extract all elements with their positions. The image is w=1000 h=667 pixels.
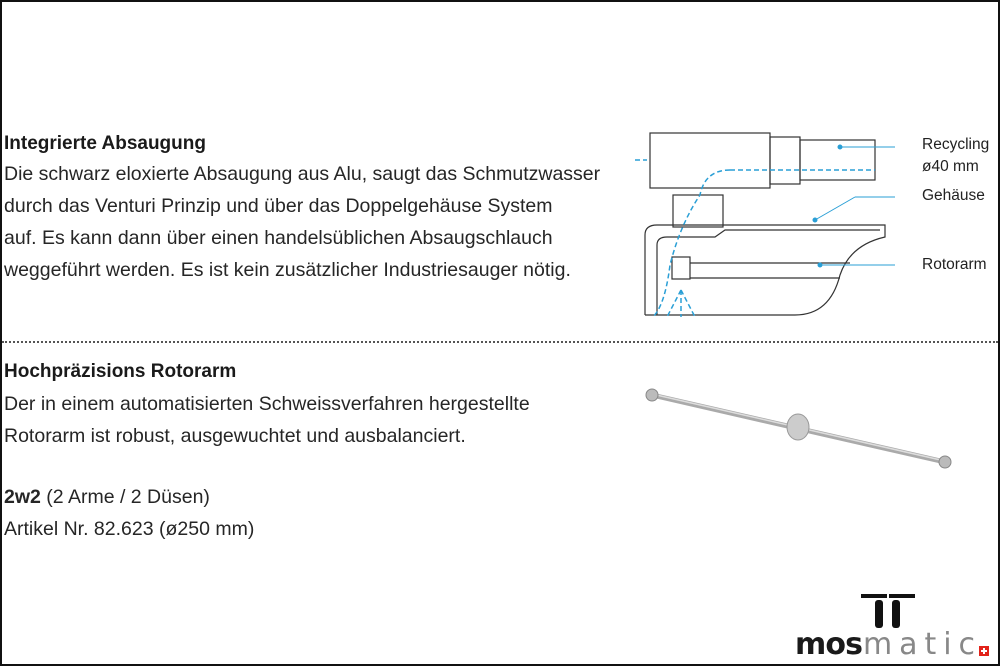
logo-text-dark: mos [795, 627, 863, 662]
model-code: 2w2 [4, 486, 41, 508]
body-line: auf. Es kann dann über einen handelsübli… [4, 227, 553, 249]
model-line: 2w2 (2 Arme / 2 Düsen) [4, 481, 210, 513]
body-line: Rotorarm ist robust, ausgewuchtet und au… [4, 425, 466, 447]
body-line: Der in einem automatisierten Schweissver… [4, 393, 530, 415]
section-title-rotorarm: Hochpräzisions Rotorarm [4, 361, 237, 382]
logo-text-light: matic [863, 627, 975, 662]
body-line: weggeführt werden. Es ist kein zusätzlic… [4, 259, 571, 281]
absaugung-diagram [635, 132, 895, 318]
body-line: durch das Venturi Prinzip und über das D… [4, 195, 553, 217]
rotorarm-image [645, 388, 952, 469]
model-desc: (2 Arme / 2 Düsen) [40, 486, 210, 508]
label-diameter: ø40 mm [922, 158, 979, 175]
label-gehaeuse: Gehäuse [922, 187, 985, 204]
mosmatic-logo: mos matic [795, 592, 995, 662]
article-number: Artikel Nr. 82.623 (ø250 mm) [4, 518, 255, 540]
label-rotorarm: Rotorarm [922, 256, 987, 273]
section-title-absaugung: Integrierte Absaugung [4, 133, 206, 154]
body-line: Die schwarz eloxierte Absaugung aus Alu,… [4, 163, 601, 185]
label-recycling: Recycling [922, 136, 990, 153]
section-divider [2, 341, 998, 343]
